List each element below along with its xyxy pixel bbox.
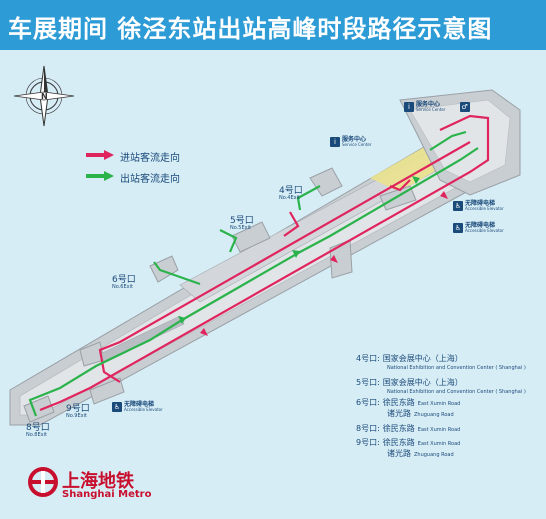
elevator-icon: ♿ xyxy=(453,223,463,234)
logo-text-cn: 上海地铁 xyxy=(62,471,134,492)
elevator-c-en: Accessible Elevator xyxy=(124,407,163,413)
exit-6-en: No.6Exit xyxy=(112,284,133,290)
elevator-a-cn: 无障碍电梯 xyxy=(465,200,496,207)
elevator-c: ♿ 无障碍电梯 Accessible Elevator xyxy=(112,401,163,413)
elevator-icon: ♿ xyxy=(453,201,463,212)
exit-6-cn: 6号口 xyxy=(112,275,136,285)
exit-4-cn: 4号口 xyxy=(279,186,303,196)
destination-en: East Xumin Road xyxy=(417,401,461,407)
compass-icon xyxy=(13,65,75,127)
service-top-cn: 服务中心 xyxy=(416,101,441,108)
destination-cn: 徐民东路 xyxy=(382,398,415,407)
destination-exit: 8号口: xyxy=(356,424,380,433)
page-title: 车展期间 徐泾东站出站高峰时段路径示意图 xyxy=(8,15,493,43)
elevator-a: ♿ 无障碍电梯 Accessible Elevator xyxy=(453,200,504,212)
exit-6-label: 6号口 No.6Exit xyxy=(112,276,136,290)
service-mid-cn: 服务中心 xyxy=(342,136,367,143)
service-mid-en: Service Center xyxy=(342,142,372,148)
destination-exit: 4号口: xyxy=(356,354,380,363)
destination-exit: 5号口: xyxy=(356,378,380,387)
destination-cn: 诸光路 xyxy=(387,409,411,418)
destination-en: National Exhibition and Convention Cente… xyxy=(387,365,526,371)
service-center-mid: i 服务中心 Service Center xyxy=(330,136,372,148)
red-arrow-icon xyxy=(86,150,114,160)
legend-inbound-label: 进站客流走向 xyxy=(120,153,180,164)
legend-outbound-label: 出站客流走向 xyxy=(120,174,180,185)
elevator-icon: ♿ xyxy=(112,402,122,413)
elevator-b-en: Accessible Elevator xyxy=(465,228,504,234)
service-top-en: Service Center xyxy=(416,107,446,113)
elevator-c-cn: 无障碍电梯 xyxy=(124,401,155,408)
compass-north-label: N xyxy=(41,92,48,101)
exit-8-en: No.8Exit xyxy=(26,432,47,438)
info-icon: i xyxy=(330,137,340,148)
elevator-b-cn: 无障碍电梯 xyxy=(465,222,496,229)
destination-cn: 诸光路 xyxy=(387,449,411,458)
exit-5-en: No.5Exit xyxy=(230,225,251,231)
destination-exit: 9号口: xyxy=(356,438,380,447)
logo-text-en: Shanghai Metro xyxy=(62,489,152,500)
station-map: N xyxy=(9,65,521,426)
destination-en: East Xumin Road xyxy=(417,441,461,447)
destination-cn: 国家会展中心（上海） xyxy=(382,354,463,363)
exit-8-label: 8号口 No.8Exit xyxy=(26,424,50,438)
destination-en: Zhuguang Road xyxy=(414,452,454,458)
exit-9-en: No.9Exit xyxy=(66,413,87,419)
restroom-icon: ♂ xyxy=(459,102,470,113)
flow-arrowheads xyxy=(178,176,448,336)
destination-en: East Xumin Road xyxy=(417,427,461,433)
outbound-route xyxy=(28,130,479,417)
destination-cn: 徐民东路 xyxy=(382,424,415,433)
destination-cn: 国家会展中心（上海） xyxy=(382,378,463,387)
inbound-route xyxy=(39,114,490,412)
exit-9-cn: 9号口 xyxy=(66,404,90,414)
destination-row: 5号口:国家会展中心（上海） National Exhibition and C… xyxy=(356,370,526,395)
destination-en: Zhuguang Road xyxy=(414,412,454,418)
destination-en: National Exhibition and Convention Cente… xyxy=(387,389,526,395)
shanghai-metro-logo-icon xyxy=(28,467,58,497)
exit-5-label: 5号口 No.5Exit xyxy=(230,217,254,231)
green-arrow-icon xyxy=(86,171,114,181)
header-banner: 车展期间 徐泾东站出站高峰时段路径示意图 xyxy=(0,0,546,50)
exit-9-label: 9号口 No.9Exit xyxy=(66,405,90,419)
exit-5-cn: 5号口 xyxy=(230,216,254,226)
elevator-b: ♿ 无障碍电梯 Accessible Elevator xyxy=(453,222,504,234)
destination-cn: 徐民东路 xyxy=(382,438,415,447)
destination-row: 4号口:国家会展中心（上海） National Exhibition and C… xyxy=(356,346,526,371)
service-center-top: i 服务中心 Service Center ♂ xyxy=(404,101,470,113)
exit-8-cn: 8号口 xyxy=(26,423,50,433)
destination-exit: 6号口: xyxy=(356,398,380,407)
exit-4-en: No.4Exit xyxy=(279,195,300,201)
exit-4-label: 4号口 No.4Exit xyxy=(279,187,303,201)
info-icon: i xyxy=(404,102,414,113)
elevator-a-en: Accessible Elevator xyxy=(465,206,504,212)
